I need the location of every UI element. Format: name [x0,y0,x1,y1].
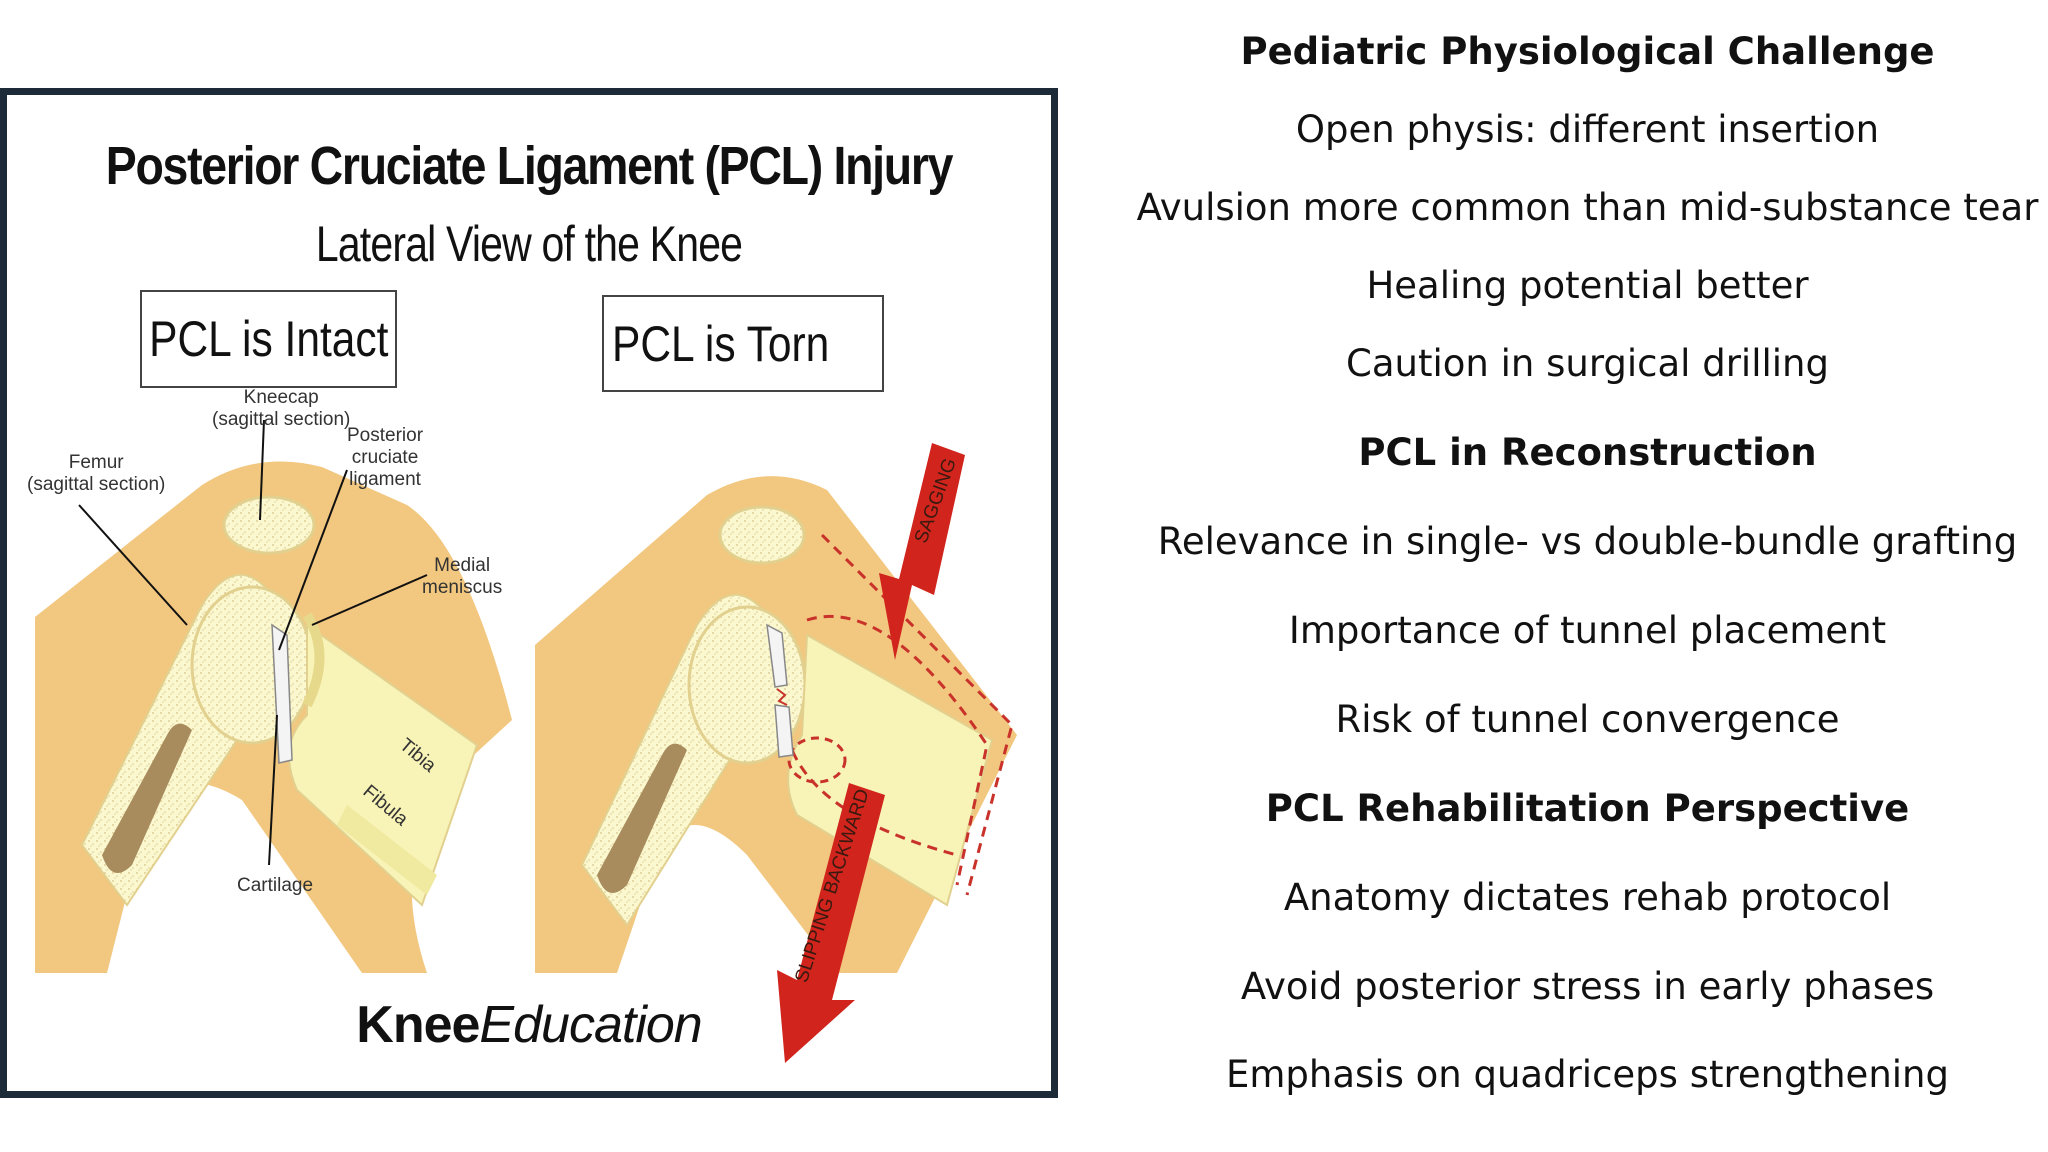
list-item: Avulsion more common than mid-substance … [1136,186,2039,229]
list-item: Caution in surgical drilling [1346,342,1829,385]
section-heading-reconstruction: PCL in Reconstruction [1358,431,1817,474]
brand-logo: KneeEducation [7,995,1051,1055]
list-item: Healing potential better [1366,264,1809,307]
brand-logo-bold: Knee [356,996,480,1054]
fibula-left [337,805,437,895]
knee-illustration [35,419,1017,1063]
list-item: Avoid posterior stress in early phases [1240,965,1935,1008]
label-kneecap-line2: (sagittal section) [212,409,351,430]
label-femur-line1: Femur [68,452,124,473]
femur-marrow-left [102,723,192,873]
label-pcl: Posterior cruciate ligament [347,425,423,491]
list-item: Risk of tunnel convergence [1335,698,1840,741]
label-meniscus-line2: meniscus [422,577,503,598]
leader-femur [78,504,188,626]
section-heading-pediatric: Pediatric Physiological Challenge [1240,30,1935,73]
pcl-torn-upper [766,623,788,688]
knee-intact-drawing [35,419,512,973]
box-pcl-intact-label: PCL is Intact [148,311,389,367]
knee-torn-drawing [535,443,1017,1063]
label-meniscus: Medial meniscus [422,555,502,599]
original-outline-head [787,736,847,784]
tear-mark [776,688,788,706]
femur-marrow-right [597,743,687,893]
box-pcl-torn: PCL is Torn [602,295,884,392]
figure-title: Posterior Cruciate Ligament (PCL) Injury [105,136,954,196]
list-item: Open physis: different insertion [1295,108,1880,151]
label-femur-line2: (sagittal section) [27,474,166,495]
list-item: Relevance in single- vs double-bundle gr… [1157,520,2018,563]
pcl-injury-figure: Posterior Cruciate Ligament (PCL) Injury… [0,88,1058,1098]
list-item: Emphasis on quadriceps strengthening [1226,1053,1949,1096]
label-pcl-line1: Posterior [347,425,424,446]
leader-cartilage [268,714,278,866]
meniscus-left [302,612,325,708]
sagging-arrow [879,443,965,660]
pcl-torn-lower [774,704,794,758]
list-item: Anatomy dictates rehab protocol [1283,876,1892,919]
box-pcl-torn-label: PCL is Torn [612,315,830,372]
box-pcl-intact: PCL is Intact [140,290,397,388]
section-heading-rehabilitation: PCL Rehabilitation Perspective [1265,787,1910,830]
label-cartilage: Cartilage [237,875,314,896]
label-kneecap-line1: Kneecap [243,387,319,408]
label-pcl-line3: ligament [349,469,421,490]
leader-kneecap [259,419,265,521]
leader-pcl [278,469,348,651]
label-meniscus-line1: Medial [434,555,491,576]
label-pcl-line2: cruciate [351,447,419,468]
kneecap-left [222,495,316,555]
leader-meniscus [311,574,428,626]
label-kneecap: Kneecap (sagittal section) [212,387,350,431]
figure-subtitle: Lateral View of the Knee [315,216,743,272]
kneecap-right [718,505,806,565]
list-item: Importance of tunnel placement [1288,609,1887,652]
brand-logo-italic: Education [479,996,702,1054]
slipping-backward-arrow [777,783,885,1063]
label-femur: Femur (sagittal section) [27,452,165,496]
original-outline-tibia [806,614,989,886]
original-outline-fibula [785,734,958,857]
